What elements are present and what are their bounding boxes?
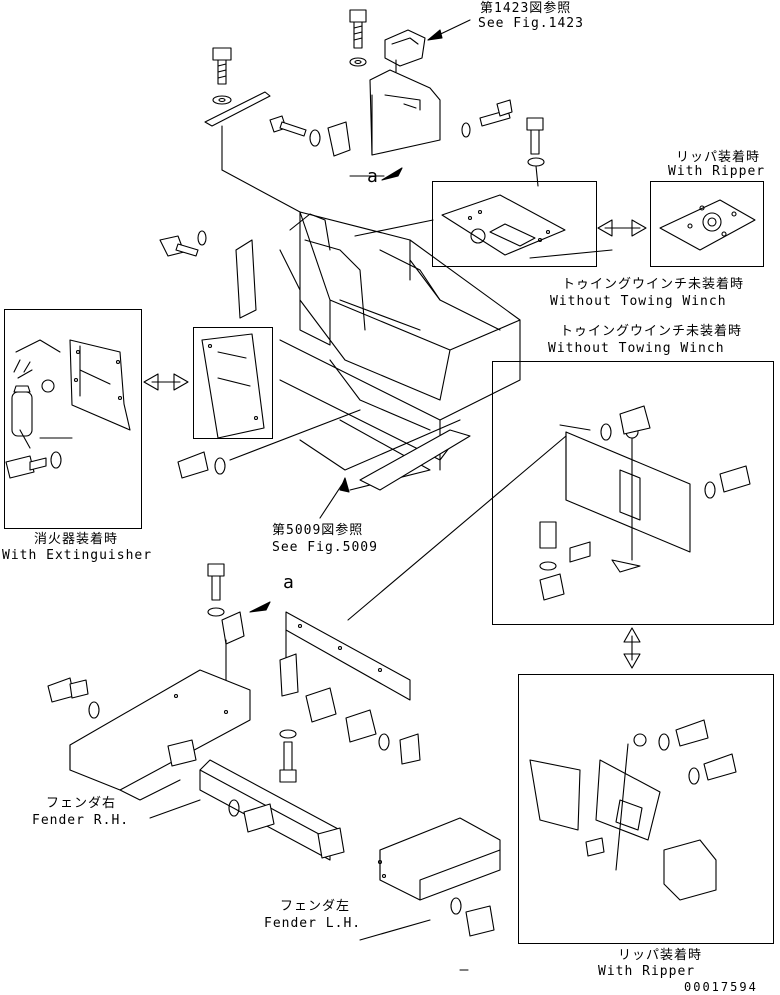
callout-extinguisher-jp: 消火器装着時 bbox=[34, 532, 119, 547]
fire-extinguisher bbox=[11, 339, 61, 437]
ripper-option-box-top bbox=[650, 181, 764, 267]
bolt bbox=[212, 47, 232, 85]
callout-fig1423-jp: 第1423図参照 bbox=[480, 1, 572, 16]
rail-bracket bbox=[285, 611, 411, 701]
label-fender-lh-en: Fender L.H. bbox=[264, 916, 362, 931]
bolt bbox=[526, 117, 544, 155]
callout-no-winch-b-en: Without Towing Winch bbox=[548, 341, 725, 356]
fender-rh bbox=[69, 669, 251, 801]
floor-frame bbox=[279, 211, 521, 491]
callout-fig5009-jp: 第5009図参照 bbox=[272, 523, 364, 538]
winch-option-box-lower bbox=[492, 361, 774, 625]
bracket-plate bbox=[204, 91, 271, 127]
bolt bbox=[207, 563, 225, 601]
extinguisher-bracket bbox=[69, 339, 131, 431]
cover-panel bbox=[369, 69, 441, 156]
bolt bbox=[177, 451, 209, 479]
bolt bbox=[465, 905, 495, 937]
bolt bbox=[283, 741, 293, 771]
clamp bbox=[327, 121, 351, 157]
ripper-option-box-bottom bbox=[518, 674, 774, 944]
extinguisher-option-box bbox=[4, 309, 142, 529]
bolt bbox=[5, 455, 35, 479]
clamp bbox=[221, 611, 245, 645]
callout-ripper-bottom-en: With Ripper bbox=[598, 964, 696, 979]
callout-fig5009-en: See Fig.5009 bbox=[272, 540, 378, 555]
label-fender-rh-en: Fender R.H. bbox=[32, 813, 130, 828]
label-fender-rh-jp: フェンダ右 bbox=[46, 796, 117, 811]
callout-ripper-top-jp: リッパ装着時 bbox=[676, 150, 761, 165]
double-arrow bbox=[623, 627, 641, 669]
reference-mark-a: a bbox=[367, 166, 379, 187]
bolt bbox=[243, 803, 275, 833]
callout-ripper-top-en: With Ripper bbox=[668, 164, 766, 179]
knob-part bbox=[384, 29, 426, 73]
callout-ripper-bottom-jp: リッパ装着時 bbox=[618, 948, 703, 963]
callout-no-winch-b-jp: トゥイングウインチ未装着時 bbox=[560, 324, 743, 339]
label-fender-lh-jp: フェンダ左 bbox=[280, 899, 351, 914]
reference-mark-a: a bbox=[283, 572, 295, 593]
bolt bbox=[345, 709, 377, 743]
callout-no-winch-a-en: Without Towing Winch bbox=[550, 294, 727, 309]
bolt bbox=[47, 677, 75, 703]
double-arrow bbox=[143, 373, 189, 391]
bolt bbox=[349, 9, 367, 49]
ripper-bracket-assembly bbox=[529, 719, 737, 901]
ripper-cover-plate bbox=[659, 199, 756, 251]
fender-lh bbox=[377, 817, 501, 901]
winch-cover-plate bbox=[441, 194, 566, 256]
washer bbox=[349, 57, 367, 67]
callout-fig1423-en: See Fig.1423 bbox=[478, 16, 584, 31]
trim-strip bbox=[235, 239, 257, 319]
bolt bbox=[269, 115, 307, 137]
cover-plate bbox=[201, 333, 265, 439]
bolt bbox=[305, 687, 337, 723]
drawing-number: 00017594 bbox=[684, 980, 758, 994]
callout-extinguisher-en: With Extinguisher bbox=[2, 548, 153, 563]
double-arrow bbox=[597, 219, 647, 237]
cross-beam bbox=[167, 739, 345, 861]
callout-no-winch-a-jp: トゥイングウインチ未装着時 bbox=[562, 277, 745, 292]
winch-option-box bbox=[432, 181, 597, 267]
arrow-head bbox=[427, 29, 443, 41]
plate-option-box bbox=[193, 327, 273, 439]
winch-bracket-assembly bbox=[539, 405, 751, 601]
